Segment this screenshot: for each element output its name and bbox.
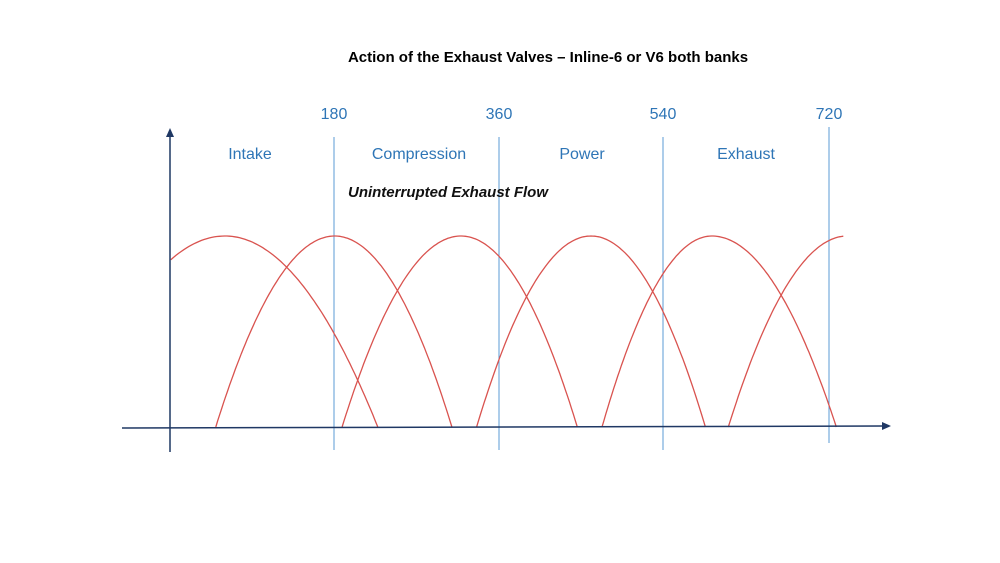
degree-label-720: 720 (816, 106, 843, 123)
valve-lift-curve-3 (341, 235, 578, 428)
degree-dividers (333, 127, 830, 450)
phase-label-power: Power (559, 146, 605, 163)
valve-lift-curve-2 (215, 235, 453, 428)
axes (121, 128, 891, 452)
degree-label-540: 540 (650, 106, 677, 123)
degree-label-180: 180 (321, 106, 348, 123)
x-axis (121, 425, 885, 429)
phase-label-compression: Compression (372, 146, 466, 163)
valve-lift-curve-5 (601, 235, 837, 428)
diagram-title: Action of the Exhaust Valves – Inline-6 … (348, 49, 748, 66)
valve-lift-curve-6 (727, 235, 844, 428)
stroke-phase-labels: Intake Compression Power Exhaust (228, 146, 775, 163)
degree-label-360: 360 (486, 106, 513, 123)
x-axis-arrowhead (882, 422, 891, 430)
exhaust-flow-annotation: Uninterrupted Exhaust Flow (348, 184, 549, 201)
valve-lift-curve-4 (475, 235, 707, 428)
valve-lift-curve-1 (170, 235, 379, 428)
degree-labels: 180 360 540 720 (321, 106, 843, 123)
phase-label-exhaust: Exhaust (717, 146, 775, 163)
phase-label-intake: Intake (228, 146, 272, 163)
y-axis-arrowhead (166, 128, 174, 137)
exhaust-valve-lift-curves (170, 235, 844, 428)
